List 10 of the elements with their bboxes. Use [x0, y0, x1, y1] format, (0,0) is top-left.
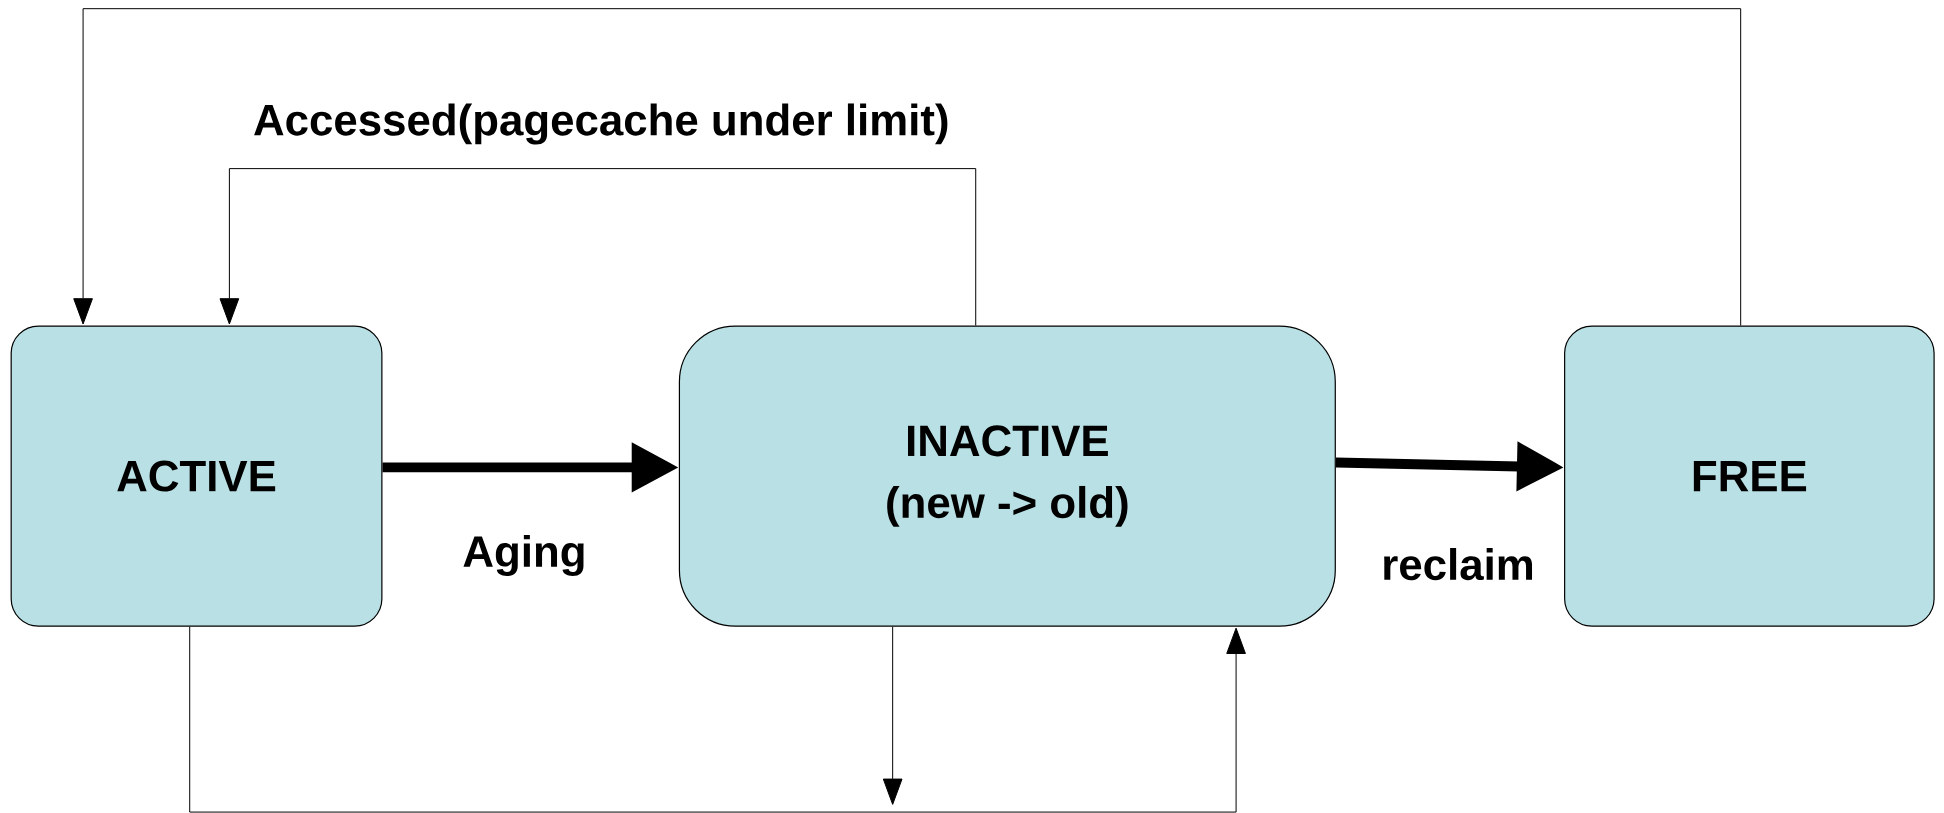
state-box: ACTIVE	[10, 325, 383, 627]
arrow	[882, 626, 903, 805]
state-box: FREE	[1564, 325, 1935, 627]
edge-label: Accessed(pagecache under limit)	[252, 102, 951, 146]
edge-label: Aging	[461, 533, 588, 577]
edge-label: reclaim	[1380, 546, 1536, 582]
arrow	[189, 626, 1246, 813]
arrow	[219, 167, 977, 326]
arrow	[73, 8, 1742, 326]
state-box: INACTIVE (new -> old)	[678, 325, 1336, 627]
